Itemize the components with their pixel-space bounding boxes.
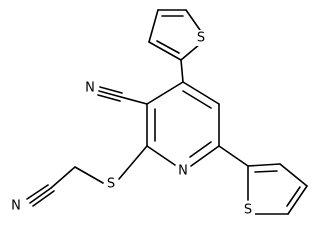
atom-nitrile-nitrogen-left: N [83, 80, 97, 96]
bond-nitrile2-triple-2 [26, 184, 49, 200]
bond-th2-c5-c4 [287, 185, 308, 215]
ring-nitrogen-label: N [178, 164, 188, 179]
nitrile-nitrogen-bottom-label: N [11, 199, 21, 214]
bond-th1-s-c5 [185, 9, 201, 31]
atom-label-group: N N N S S S [9, 30, 255, 218]
bond-n1-c6 [190, 145, 220, 167]
bond-th1-c4-c3 [148, 9, 159, 43]
nitrile-nitrogen-left-label: N [85, 81, 95, 96]
bond-ch2-cnitrile [50, 166, 76, 189]
thiophene-right-sulfur-label: S [244, 203, 252, 218]
bond-c4-thiophene-top [180, 59, 184, 83]
bond-c5-c4 [182, 81, 220, 105]
bond-th2-c4-c3 [279, 163, 308, 187]
bond-nitrile2-triple-3 [32, 190, 55, 207]
bond-nitrile2-triple-1 [29, 187, 52, 204]
bond-th1-c3-c2-inner [156, 40, 180, 54]
thiophene-top-sulfur-label: S [197, 31, 205, 46]
bond-c5-c4-inner [182, 90, 212, 109]
atom-ring-nitrogen: N [176, 163, 190, 179]
bond-th2-c3-c2 [247, 163, 281, 167]
atom-thiophene-top-sulfur: S [194, 30, 208, 46]
atom-thioether-sulfur: S [104, 176, 118, 192]
bond-group [26, 9, 308, 215]
bond-nitrile-triple-3 [97, 94, 121, 102]
bond-c4-c3 [146, 81, 184, 105]
bond-nitrile-triple-2 [99, 86, 123, 94]
bond-c2-n1 [146, 145, 176, 166]
bond-s-ch2 [74, 166, 104, 184]
thioether-sulfur-label: S [107, 177, 115, 192]
bond-th1-c3-c2 [148, 41, 182, 61]
atom-thiophene-right-sulfur: S [241, 202, 255, 218]
bond-c3-cnitrile [120, 96, 148, 105]
bond-c6-thiophene-right [218, 145, 249, 167]
bond-th2-c5-c4-inner [286, 186, 301, 207]
atom-nitrile-nitrogen-top: N [9, 198, 23, 214]
bond-th2-c3-c2-inner [254, 170, 278, 173]
bond-c2-s [118, 145, 148, 180]
bond-nitrile-triple-1 [98, 90, 122, 98]
bond-th1-c2-s [180, 43, 201, 61]
bond-n1-c6-inner [189, 141, 212, 158]
